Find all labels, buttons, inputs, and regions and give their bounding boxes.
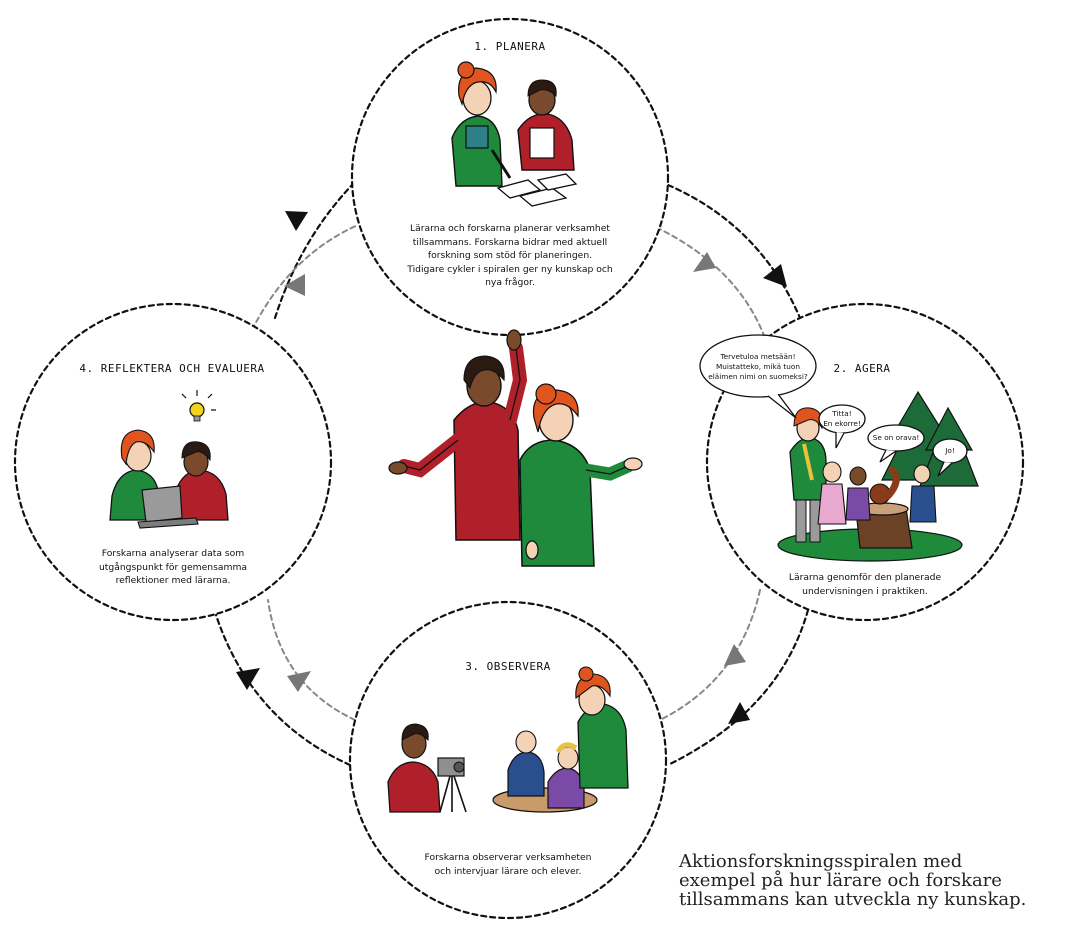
lightbulb-icon (189, 402, 205, 418)
reflektera-illustration (109, 390, 229, 529)
arrowhead-outer-3 (236, 668, 260, 690)
arrowhead-outer-4 (285, 211, 308, 231)
inner-arc-4-to-1 (251, 224, 359, 331)
planera-illustration (451, 61, 578, 207)
bubble-teacher-shape (699, 334, 817, 398)
speech-bubble-child-2: Se on orava! (868, 433, 924, 443)
inner-arc-1-to-2 (639, 219, 766, 339)
stage-description-observera: Forskarna observerar verksamheten och in… (408, 851, 608, 878)
speech-bubble-child-1: Titta! En ekorre! (819, 409, 865, 429)
reflektera-text-line: Forskarna analyserar data som (101, 548, 245, 559)
center-illustration (388, 329, 643, 567)
planera-text-line: forskning som stöd för planeringen. (427, 250, 593, 261)
observera-text-line: Forskarna observerar verksamheten (424, 852, 592, 863)
arrowhead-outer-1 (763, 264, 787, 287)
speech-bubble-teacher: Tervetuloa metsään! Muistatteko, mikä tu… (705, 352, 811, 382)
planera-text-line: Tidigare cykler i spiralen ger ny kunska… (407, 263, 613, 275)
outer-arc-4-to-1 (273, 183, 354, 320)
planera-text-line: nya frågor. (485, 277, 535, 288)
outer-arc-1-to-2 (666, 183, 802, 320)
speech-bubble-shapes (699, 334, 968, 477)
stage-description-agera: Lärarna genomför den planerade undervisn… (770, 571, 960, 598)
bubble-line: eläimen nimi on suomeksi? (708, 372, 808, 381)
observera-text-line: och intervjuar lärare och elever. (434, 865, 582, 877)
figure-caption: Aktionsforskningsspiralen med exempel på… (679, 852, 1078, 909)
speech-bubble-child-3: Jo! (934, 446, 966, 456)
bubble-line: Titta! (832, 409, 852, 418)
bubble-line: Se on orava! (872, 433, 920, 442)
bubble-line: Tervetuloa metsään! (720, 352, 796, 361)
inner-arc-3-to-4 (267, 599, 356, 721)
outer-cycle-arrows (213, 183, 810, 767)
outer-arrowheads (236, 211, 787, 724)
outer-arc-2-to-3 (666, 608, 810, 767)
planera-text-line: Lärarna och forskarna planerar verksamhe… (410, 223, 610, 234)
outer-arc-3-to-4 (213, 610, 352, 767)
stage-title-agera: 2. AGERA (833, 362, 891, 375)
bubble-line: En ekorre! (823, 419, 861, 428)
stage-title-reflektera: 4. REFLEKTERA OCH EVALUERA (79, 362, 265, 375)
stage-title-observera: 3. OBSERVERA (465, 660, 551, 673)
caption-line: tillsammans kan utveckla ny kunskap. (679, 889, 1027, 910)
arrowhead-outer-2 (728, 702, 750, 724)
inner-arrowheads (284, 252, 746, 692)
planera-text-line: tillsammans. Forskarna bidrar med aktuel… (412, 236, 608, 248)
caption-line: Aktionsforskningsspiralen med (679, 851, 963, 872)
arrowhead-inner-4 (284, 274, 305, 296)
agera-text-line: Lärarna genomför den planerade (788, 572, 942, 583)
bubble-line: Jo! (945, 446, 955, 455)
inner-cycle-arrows (251, 219, 766, 721)
observera-illustration (387, 666, 629, 813)
reflektera-text-line: utgångspunkt för gemensamma (98, 561, 248, 573)
agera-text-line: undervisningen i praktiken. (802, 585, 928, 597)
bubble-line: Muistatteko, mikä tuon (716, 362, 800, 371)
stage-title-planera: 1. PLANERA (474, 40, 546, 53)
stage-circle-reflektera (13, 302, 333, 622)
inner-arc-2-to-3 (659, 589, 761, 721)
reflektera-text-line: reflektioner med lärarna. (115, 575, 231, 586)
stage-description-reflektera: Forskarna analyserar data som utgångspun… (78, 547, 268, 588)
arrowhead-inner-2 (724, 644, 746, 666)
arrowhead-inner-3 (287, 671, 311, 692)
caption-line: exempel på hur lärare och forskare (679, 870, 1002, 891)
stage-description-planera: Lärarna och forskarna planerar verksamhe… (385, 222, 635, 290)
arrowhead-inner-1 (693, 252, 716, 272)
